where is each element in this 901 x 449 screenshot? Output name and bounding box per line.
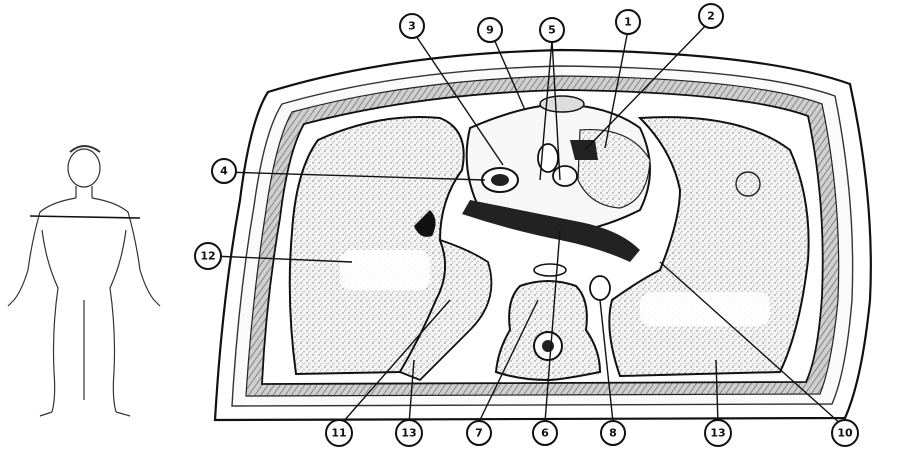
callout-label-7: 7 xyxy=(475,427,483,440)
shoulders-arms-outline xyxy=(14,198,154,300)
callout-label-3: 3 xyxy=(408,20,416,33)
body-silhouette xyxy=(8,146,160,416)
callout-label-10: 10 xyxy=(837,427,853,440)
callout-11: 11 xyxy=(326,420,352,446)
neck-outline xyxy=(76,186,92,198)
callout-6: 6 xyxy=(533,421,557,445)
callout-label-12: 12 xyxy=(200,250,215,263)
callout-13-right: 13 xyxy=(705,420,731,446)
callout-9: 9 xyxy=(478,18,502,42)
callout-label-9: 9 xyxy=(486,24,494,37)
callout-label-1: 1 xyxy=(624,16,632,29)
callout-10: 10 xyxy=(832,420,858,446)
callout-label-13-right: 13 xyxy=(710,427,725,440)
callout-2: 2 xyxy=(699,4,723,28)
callout-13-left: 13 xyxy=(396,420,422,446)
callout-7: 7 xyxy=(467,421,491,445)
callout-4: 4 xyxy=(212,159,236,183)
aorta xyxy=(590,276,610,300)
vessel-left-lumen xyxy=(491,174,509,186)
callout-label-6: 6 xyxy=(541,427,549,440)
callout-label-4: 4 xyxy=(220,165,228,178)
highlight-right xyxy=(640,292,770,326)
spinal-cord xyxy=(542,340,554,352)
crus xyxy=(534,264,566,276)
callout-8: 8 xyxy=(601,421,625,445)
callout-label-2: 2 xyxy=(707,10,715,23)
liver-highlight-left xyxy=(340,250,430,290)
callout-3: 3 xyxy=(400,14,424,38)
callout-5: 5 xyxy=(540,18,564,42)
head-outline xyxy=(68,149,100,187)
vessel-center-2 xyxy=(553,166,577,186)
callout-label-13-left: 13 xyxy=(401,427,416,440)
callout-label-5: 5 xyxy=(548,24,556,37)
feet-outline xyxy=(40,412,130,416)
callout-12: 12 xyxy=(195,243,221,269)
cross-section xyxy=(215,50,871,420)
callout-1: 1 xyxy=(616,10,640,34)
section-level-line xyxy=(30,216,140,218)
callout-label-8: 8 xyxy=(609,427,617,440)
callout-label-11: 11 xyxy=(331,427,346,440)
